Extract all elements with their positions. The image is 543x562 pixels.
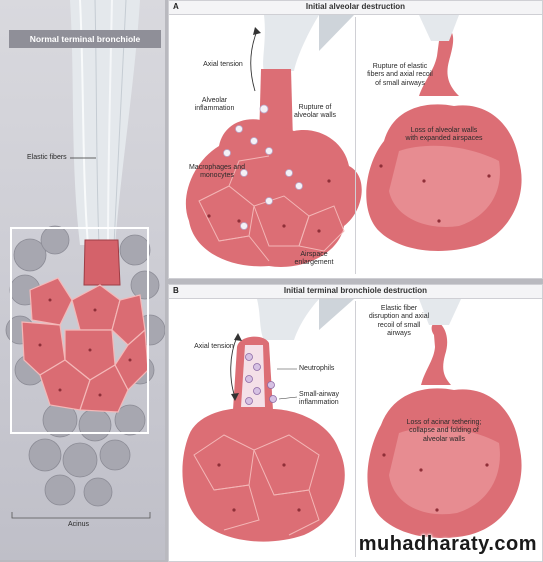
panel-b-right-tissue <box>367 299 522 539</box>
acinus-frame <box>10 227 149 434</box>
panel-a: A Initial alveolar destruction <box>168 0 543 279</box>
label-b-loss-tethering: Loss of acinar tethering; collapse and f… <box>406 419 482 443</box>
panel-a-illustration <box>185 15 522 267</box>
acinus-alveoli <box>21 277 149 413</box>
panel-b-letter: B <box>173 286 179 295</box>
label-acinus: Acinus <box>68 521 90 528</box>
label-a-rupture-walls: Rupture of alveolar walls <box>293 104 337 120</box>
panel-a-divider <box>355 17 356 274</box>
label-b-small-airway-inflammation: Small-airway inflammation <box>299 391 340 407</box>
watermark: muhadharaty.com <box>358 533 537 555</box>
label-b-neutrophils: Neutrophils <box>299 365 335 372</box>
label-a-macrophages: Macrophages and monocytes <box>188 164 246 180</box>
label-b-elastic-disruption: Elastic fiber disruption and axial recoi… <box>368 305 430 338</box>
label-a-airspace-enlargement: Airspace enlargement <box>294 251 334 267</box>
label-b-axial-tension: Axial tension <box>194 343 234 350</box>
panel-b-divider <box>355 301 356 557</box>
panel-b-header: B Initial terminal bronchiole destructio… <box>169 285 542 299</box>
terminal-bronchiole <box>83 239 121 286</box>
label-elastic-fibers: Elastic fibers <box>27 154 67 161</box>
panel-b: B Initial terminal bronchiole destructio… <box>168 284 543 562</box>
panel-b-left-tissue <box>182 336 345 542</box>
left-panel-title: Normal terminal bronchiole <box>9 30 161 48</box>
panel-a-left-tissue <box>185 69 362 267</box>
panel-a-right-tissue <box>366 15 522 251</box>
panel-a-letter: A <box>173 2 179 11</box>
panel-a-title: Initial alveolar destruction <box>305 2 406 11</box>
panel-b-illustration <box>182 299 522 542</box>
label-a-rupture-elastic: Rupture of elastic fibers and axial reco… <box>367 63 433 87</box>
panel-a-header: A Initial alveolar destruction <box>169 1 542 15</box>
normal-bronchiole-illustration <box>5 0 165 519</box>
label-a-axial-tension: Axial tension <box>203 61 243 68</box>
left-panel: Normal terminal bronchiole Elastic fiber… <box>0 0 165 560</box>
panel-b-title: Initial terminal bronchiole destruction <box>283 286 428 295</box>
label-a-alveolar-inflammation: Alveolar inflammation <box>194 97 235 113</box>
label-a-loss-walls: Loss of alveolar walls with expanded air… <box>405 127 483 143</box>
